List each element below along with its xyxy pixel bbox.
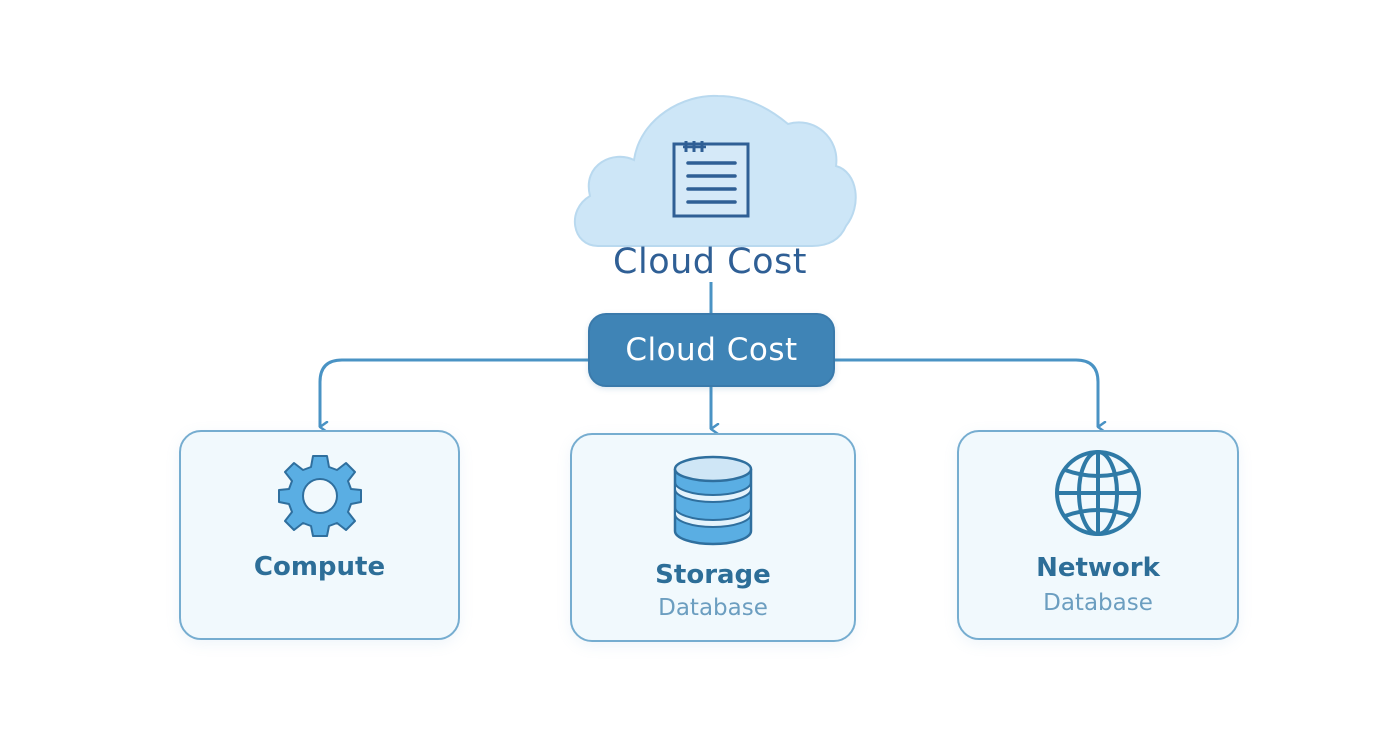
card-subtitle: Database: [1043, 590, 1153, 616]
root-node-cloud-cost[interactable]: Cloud Cost: [588, 313, 835, 387]
card-compute[interactable]: Compute: [179, 430, 460, 640]
connector-root-to-network: [835, 358, 1098, 427]
globe-icon: [1055, 450, 1141, 536]
root-node-label: Cloud Cost: [625, 332, 798, 368]
cloud-title: Cloud Cost: [613, 242, 807, 282]
database-icon: [673, 455, 753, 546]
card-subtitle: Database: [658, 595, 768, 621]
card-title: Storage: [655, 560, 771, 590]
card-title: Compute: [253, 552, 386, 582]
card-network[interactable]: Network Database: [957, 430, 1239, 640]
connector-root-to-compute: [318, 358, 588, 427]
gear-icon: [277, 455, 362, 537]
card-storage[interactable]: Storage Database: [570, 433, 856, 642]
document-icon: [672, 141, 750, 218]
card-title: Network: [1036, 553, 1160, 583]
